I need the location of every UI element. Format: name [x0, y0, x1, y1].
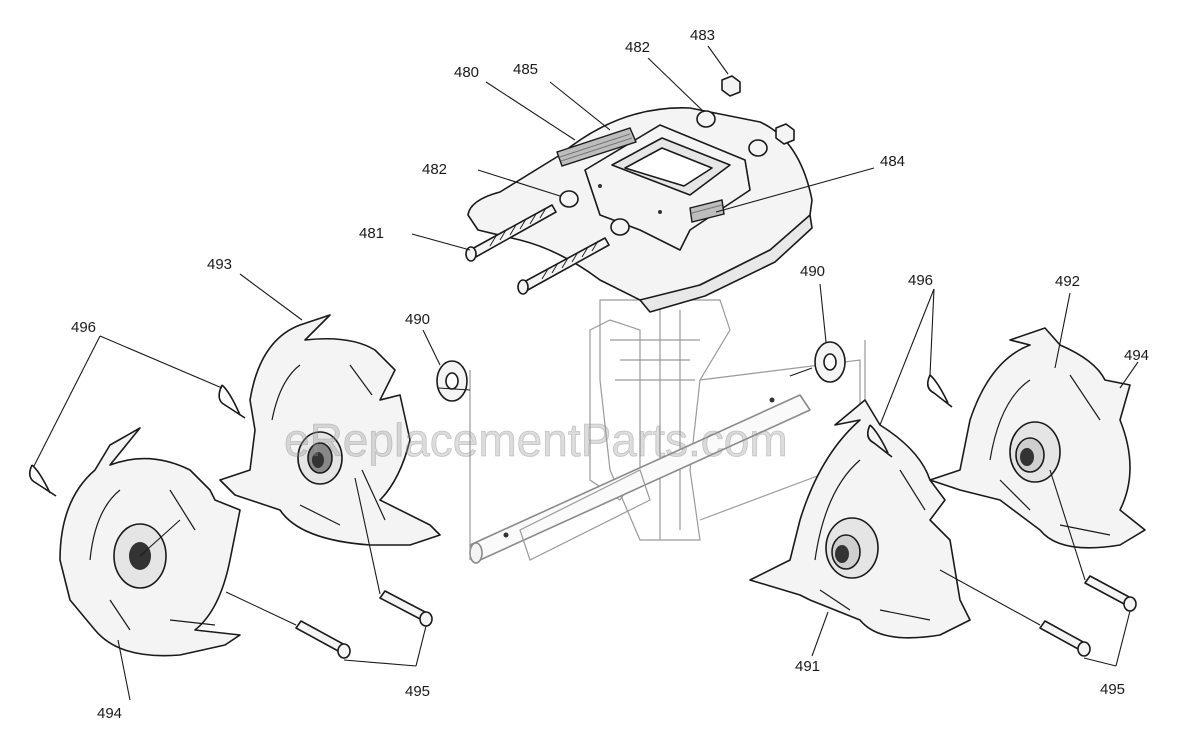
tine-492 — [929, 327, 1146, 549]
callout-484: 484 — [880, 153, 905, 170]
callout-494-right: 494 — [1124, 347, 1149, 364]
tine-shield — [467, 107, 813, 313]
clevis-pins — [295, 575, 1137, 659]
tine-491 — [749, 399, 971, 639]
callout-482-lower: 482 — [422, 161, 447, 178]
callout-490-right: 490 — [800, 263, 825, 280]
callout-485: 485 — [513, 61, 538, 78]
callout-496-left: 496 — [71, 319, 96, 336]
callout-493: 493 — [207, 256, 232, 273]
callout-481: 481 — [359, 225, 384, 242]
callout-495-left: 495 — [405, 683, 430, 700]
watermark-text: eReplacementParts.com — [284, 414, 788, 466]
callout-labels: 480 485 482 483 482 484 481 493 496 490 … — [71, 27, 1149, 722]
callout-490-left: 490 — [405, 311, 430, 328]
leader-lines — [33, 45, 1139, 701]
callout-480: 480 — [454, 64, 479, 81]
tine-494-left — [59, 427, 241, 657]
callout-495-right: 495 — [1100, 681, 1125, 698]
callout-496-right: 496 — [908, 272, 933, 289]
washers — [436, 341, 846, 402]
shield-bolts — [465, 204, 610, 295]
callout-491: 491 — [795, 658, 820, 675]
callout-492: 492 — [1055, 273, 1080, 290]
callout-482-upper: 482 — [625, 39, 650, 56]
callout-483: 483 — [690, 27, 715, 44]
callout-494-left: 494 — [97, 705, 122, 722]
tine-493 — [219, 314, 441, 546]
spacers-and-nuts — [559, 75, 795, 236]
